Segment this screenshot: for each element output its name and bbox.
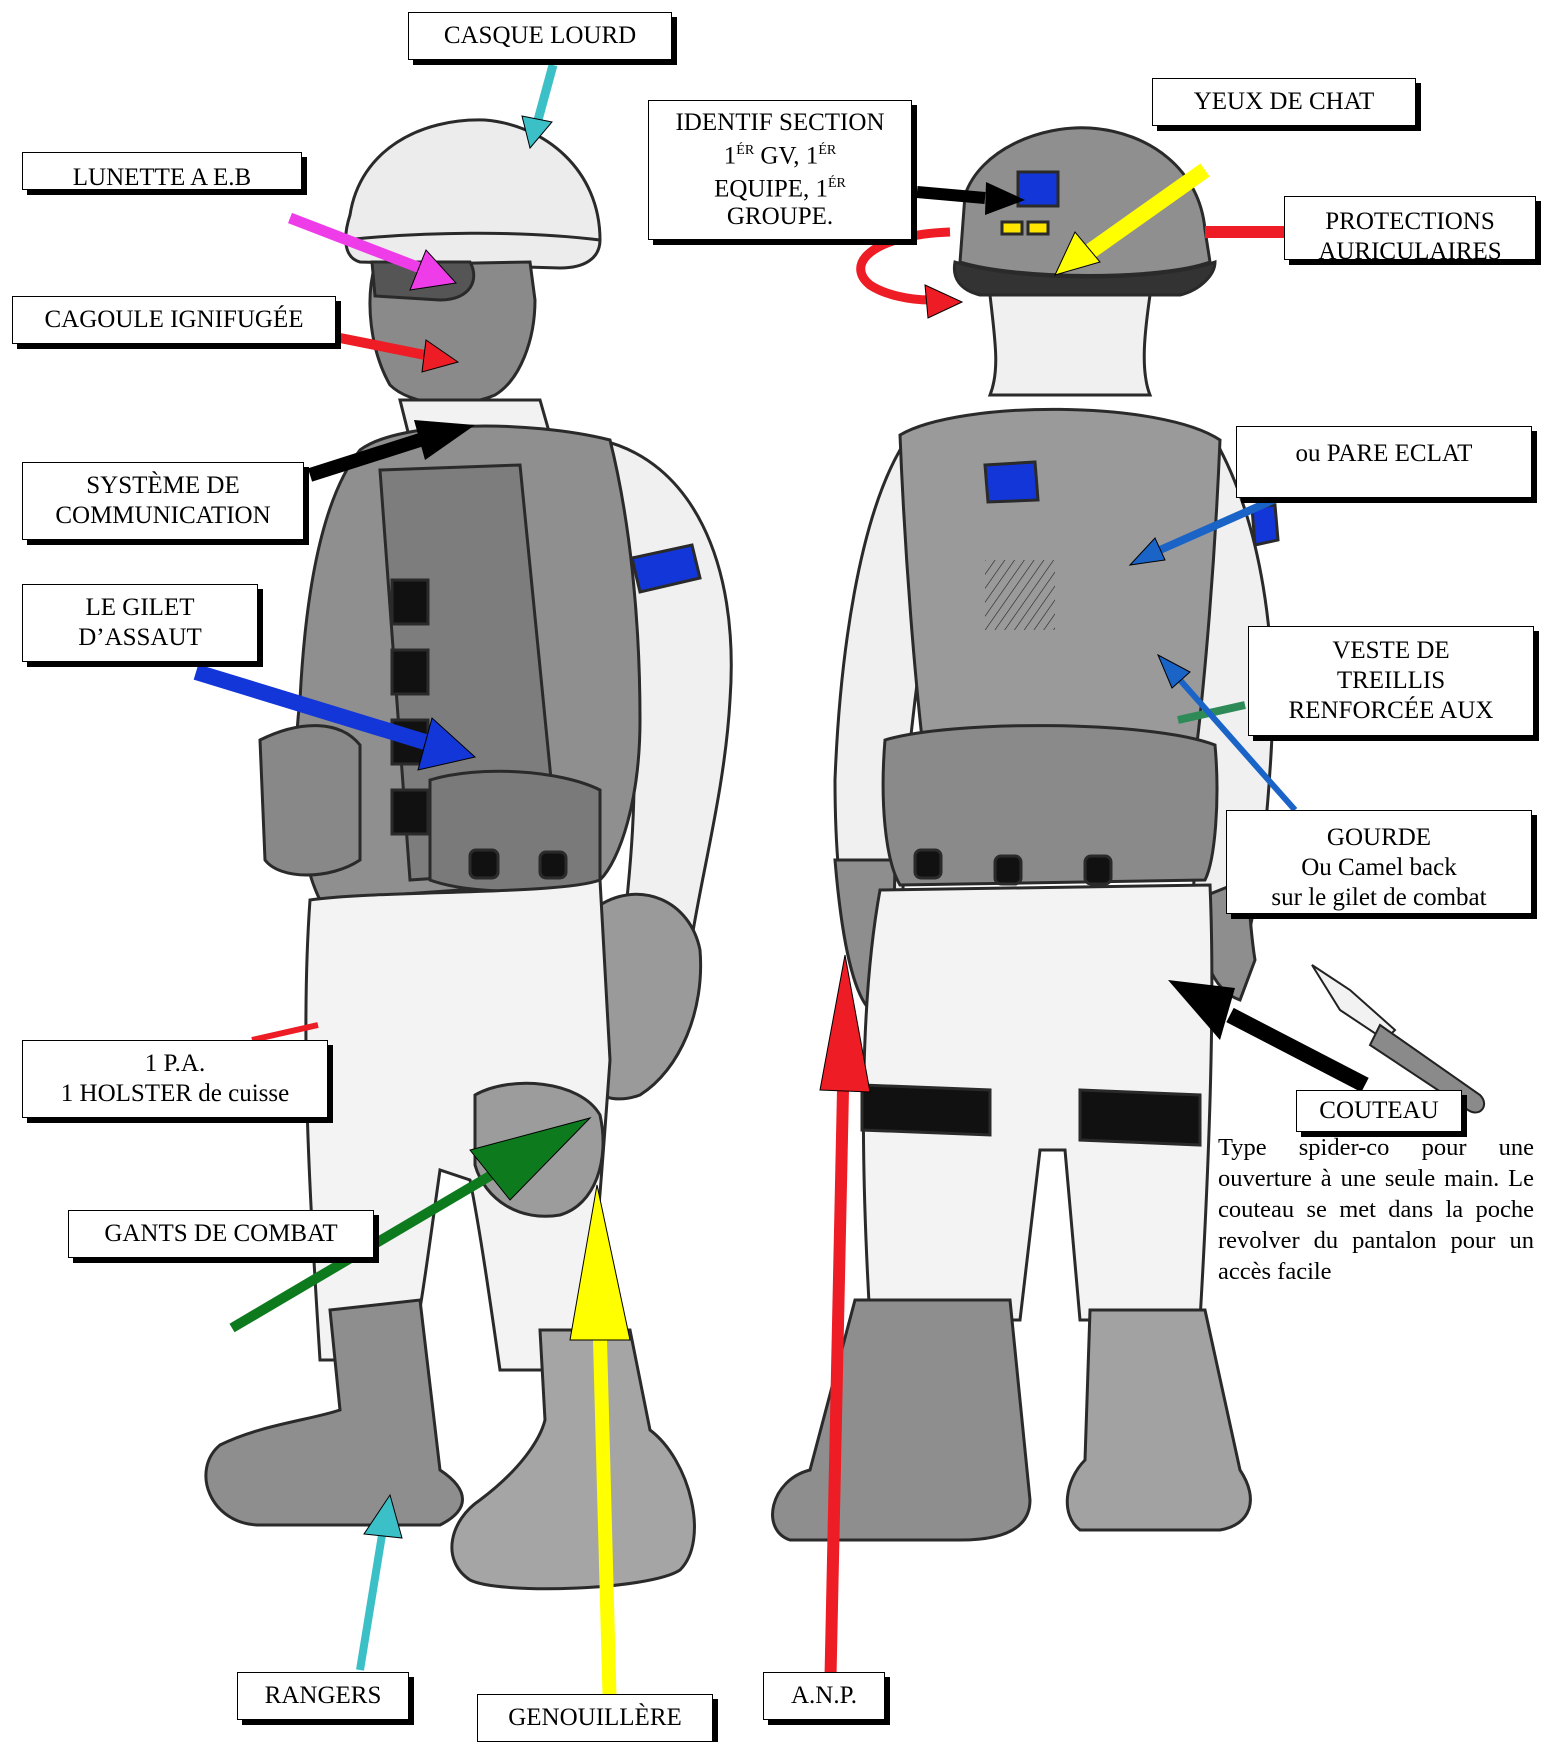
label-rangers-text: RANGERS	[238, 1681, 408, 1711]
label-pa: 1 P.A. 1 HOLSTER de cuisse	[22, 1040, 328, 1118]
label-gants: GANTS DE COMBAT	[68, 1210, 374, 1258]
right-vest	[900, 409, 1220, 765]
arrow-casque	[538, 65, 553, 120]
label-lunette-text: LUNETTE A E.B	[23, 163, 301, 190]
label-genouillere-text: GENOUILLÈRE	[478, 1703, 712, 1733]
label-pare-eclat: ou PARE ECLAT	[1236, 426, 1532, 498]
label-anp: A.N.P.	[763, 1672, 885, 1720]
right-vest-patch	[985, 462, 1038, 502]
label-casque-lourd: CASQUE LOURD	[408, 12, 672, 60]
label-casque-lourd-text: CASQUE LOURD	[409, 21, 671, 51]
left-boot-front	[452, 1330, 695, 1589]
arrow-couteau	[1230, 1015, 1365, 1085]
label-anp-text: A.N.P.	[764, 1681, 884, 1711]
arrow-anp	[830, 1090, 843, 1700]
label-systeme-line1: SYSTÈME DE	[23, 471, 303, 501]
label-pa-line1: 1 P.A.	[23, 1049, 327, 1079]
label-rangers: RANGERS	[237, 1672, 409, 1720]
label-systeme: SYSTÈME DE COMMUNICATION	[22, 462, 304, 540]
arrow-identif	[917, 192, 985, 198]
label-gourde: GOURDE Ou Camel back sur le gilet de com…	[1226, 810, 1532, 914]
right-soldier-figure	[773, 128, 1278, 1540]
label-yeux: YEUX DE CHAT	[1152, 78, 1416, 126]
label-gourde-line1: GOURDE	[1227, 823, 1531, 853]
couteau-description: Type spider-co pour une ouverture à une …	[1218, 1132, 1534, 1287]
label-gants-text: GANTS DE COMBAT	[69, 1219, 373, 1249]
label-identif: IDENTIF SECTION 1ÉR GV, 1ÉR EQUIPE, 1ÉR …	[648, 100, 912, 240]
label-yeux-text: YEUX DE CHAT	[1153, 87, 1415, 117]
label-veste-line2: TREILLIS	[1249, 666, 1533, 696]
right-boot-right	[1067, 1310, 1250, 1530]
label-gilet-line2: D’ASSAUT	[23, 623, 257, 653]
arrow-rangers	[360, 1535, 382, 1670]
label-veste-line1: VESTE DE	[1249, 636, 1533, 666]
label-genouillere: GENOUILLÈRE	[477, 1694, 713, 1742]
label-gourde-line2: Ou Camel back	[1227, 853, 1531, 883]
left-boot-rear	[206, 1300, 463, 1525]
label-pa-line2: 1 HOLSTER de cuisse	[23, 1079, 327, 1109]
right-knee-band-left	[862, 1085, 990, 1135]
label-protections: PROTECTIONS AURICULAIRES	[1284, 196, 1536, 260]
label-protections-line1: PROTECTIONS	[1285, 207, 1535, 237]
label-systeme-line2: COMMUNICATION	[23, 501, 303, 531]
label-cagoule-text: CAGOULE IGNIFUGÉE	[13, 305, 335, 335]
label-couteau: COUTEAU	[1296, 1090, 1462, 1132]
label-identif-line2: 1ÉR GV, 1ÉR	[649, 137, 911, 170]
label-pare-eclat-text: ou PARE ECLAT	[1237, 439, 1531, 469]
label-identif-line4: GROUPE.	[649, 203, 911, 231]
right-boot-left	[773, 1300, 1030, 1540]
label-veste: VESTE DE TREILLIS RENFORCÉE AUX	[1248, 626, 1534, 736]
arrow-genouillere	[600, 1340, 610, 1715]
label-protections-line2: AURICULAIRES	[1285, 237, 1535, 260]
label-identif-line1: IDENTIF SECTION	[649, 109, 911, 137]
label-gourde-line3: sur le gilet de combat	[1227, 883, 1531, 913]
left-helmet	[346, 120, 600, 268]
label-couteau-text: COUTEAU	[1297, 1096, 1461, 1126]
label-lunette: LUNETTE A E.B	[22, 152, 302, 190]
label-gilet-line1: LE GILET	[23, 593, 257, 623]
label-veste-line3: RENFORCÉE AUX	[1249, 696, 1533, 726]
label-gilet: LE GILET D’ASSAUT	[22, 584, 258, 662]
right-knee-band-right	[1080, 1090, 1200, 1145]
label-identif-line3: EQUIPE, 1ÉR	[649, 170, 911, 203]
label-cagoule: CAGOULE IGNIFUGÉE	[12, 296, 336, 344]
